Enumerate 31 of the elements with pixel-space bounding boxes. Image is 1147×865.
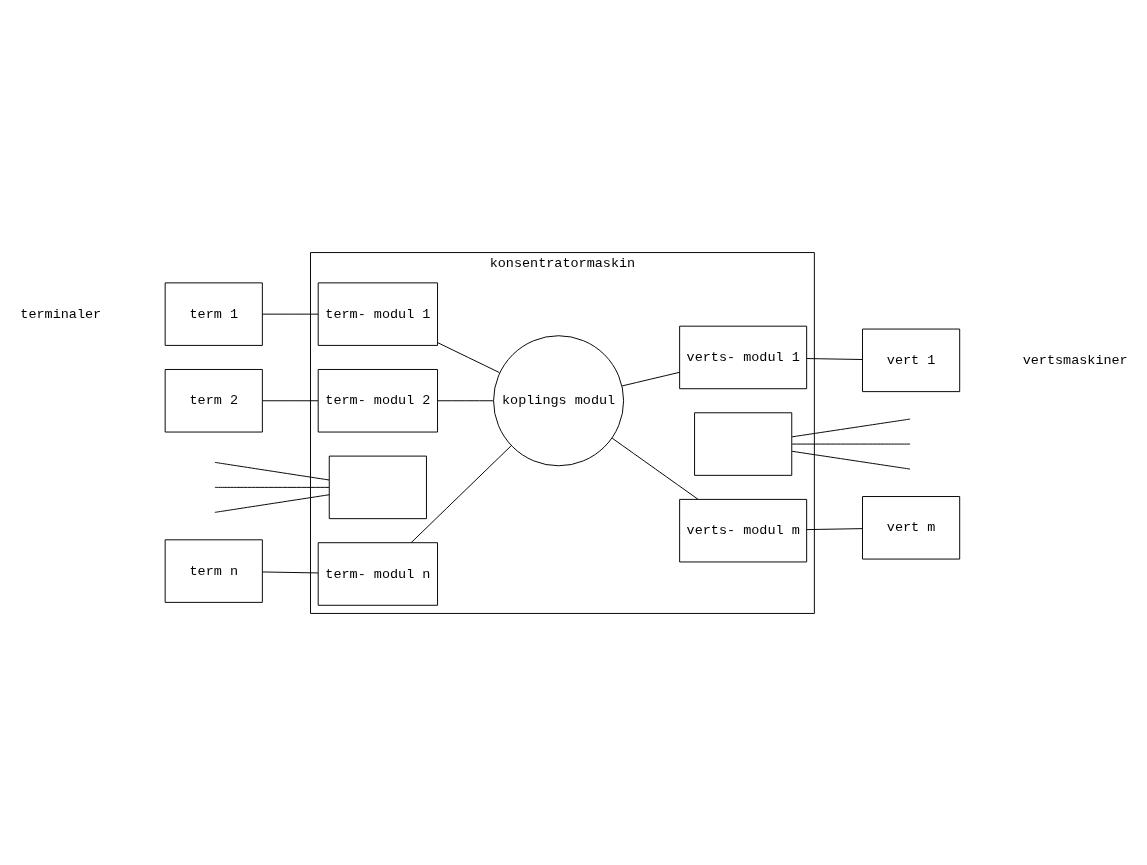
- node-box: term- modul n: [317, 541, 438, 606]
- connector: [214, 486, 330, 488]
- label: vertsmaskiner: [1022, 352, 1128, 368]
- node-box: term 2: [164, 368, 263, 433]
- node-circle: koplings modul: [493, 334, 625, 466]
- node-box: term 1: [164, 281, 263, 346]
- connector: [410, 444, 512, 543]
- connector: [806, 357, 863, 360]
- node-box: [328, 455, 427, 519]
- node-box: verts- modul m: [679, 498, 808, 562]
- connector: [791, 450, 911, 470]
- connector: [437, 341, 500, 373]
- node-box: term n: [164, 538, 263, 603]
- node-box: term- modul 2: [317, 368, 438, 433]
- node-box: vert 1: [862, 328, 961, 392]
- connector: [791, 443, 911, 445]
- connector: [262, 399, 319, 401]
- connector: [262, 570, 319, 573]
- node-box: verts- modul 1: [679, 325, 808, 389]
- connector: [214, 461, 330, 480]
- node-box: term- modul 1: [317, 281, 438, 346]
- connector: [791, 418, 911, 437]
- node-box: vert m: [862, 495, 961, 560]
- connector: [262, 313, 319, 315]
- node-box: [694, 411, 793, 476]
- connector: [437, 399, 494, 401]
- connector: [621, 371, 680, 386]
- label: terminaler: [20, 306, 102, 322]
- connector: [611, 437, 699, 500]
- connector: [214, 493, 330, 513]
- connector: [806, 527, 863, 530]
